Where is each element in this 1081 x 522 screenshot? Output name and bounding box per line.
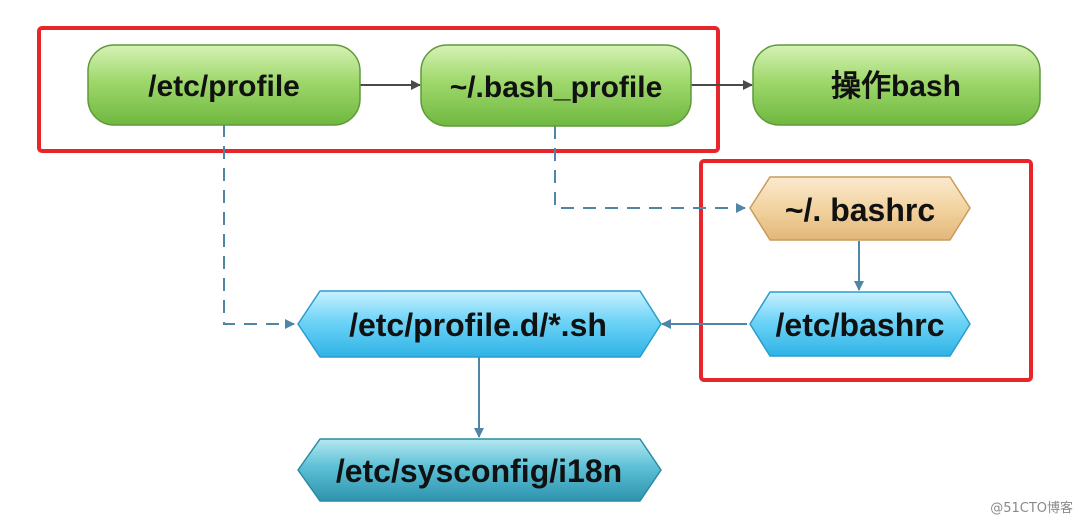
node-etc-profile-label: /etc/profile bbox=[148, 70, 300, 103]
node-i18n: /etc/sysconfig/i18n bbox=[297, 438, 662, 502]
node-profile-d-label: /etc/profile.d/*.sh bbox=[349, 307, 607, 343]
node-user-bashrc: ~/. bashrc bbox=[749, 176, 971, 241]
node-i18n-label: /etc/sysconfig/i18n bbox=[336, 453, 622, 489]
dashed-arrow-profile-to-profile-d bbox=[223, 124, 295, 329]
node-profile-d: /etc/profile.d/*.sh bbox=[297, 290, 662, 358]
node-bash-profile-label: ~/.bash_profile bbox=[450, 71, 663, 104]
highlight-box-bashrc-chain bbox=[699, 159, 1033, 382]
node-operate-bash-label: 操作bash bbox=[831, 70, 961, 103]
node-operate-bash: 操作bash bbox=[752, 44, 1041, 126]
node-etc-profile: /etc/profile bbox=[87, 44, 361, 126]
highlight-box-login-chain bbox=[37, 26, 720, 153]
node-user-bashrc-label: ~/. bashrc bbox=[785, 192, 935, 228]
dashed-arrow-bash-profile-to-user-bashrc bbox=[554, 126, 746, 213]
watermark: @51CTO博客 bbox=[990, 501, 1073, 516]
node-etc-bashrc-label: /etc/bashrc bbox=[776, 307, 945, 343]
node-etc-bashrc: /etc/bashrc bbox=[749, 291, 971, 357]
node-bash-profile: ~/.bash_profile bbox=[420, 44, 692, 127]
